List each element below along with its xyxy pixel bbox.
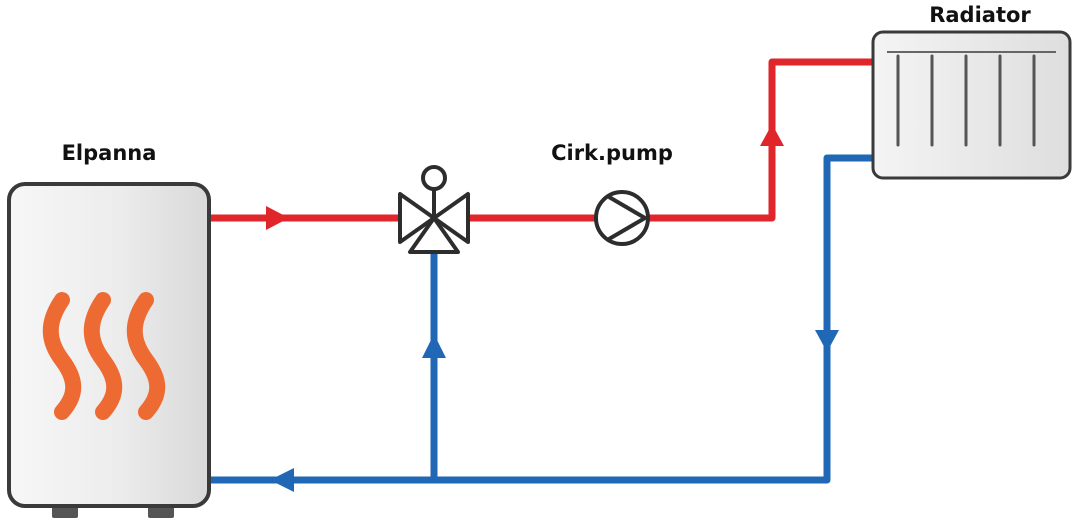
valve-bottom-port <box>408 216 460 254</box>
radiator-body <box>871 30 1072 180</box>
boiler <box>7 182 211 518</box>
three-way-valve-icon <box>398 165 470 254</box>
valve-left-port <box>398 192 436 244</box>
flow-arrows <box>266 124 839 492</box>
heat-wave-icon <box>42 292 166 420</box>
supply-pipe-to-radiator <box>648 58 874 222</box>
radiator <box>871 30 1072 180</box>
radiator-label: Radiator <box>929 3 1031 27</box>
supply-arrow-right-icon <box>266 206 289 230</box>
pump-label: Cirk.pump <box>551 141 673 165</box>
circulation-pump-icon <box>594 190 650 246</box>
return-arrow-down-icon <box>815 330 839 352</box>
supply-arrow-up-icon <box>760 124 784 146</box>
return-pipe-main <box>208 154 872 484</box>
radiator-fins-icon <box>896 54 1036 147</box>
valve-actuator <box>421 165 447 191</box>
bypass-arrow-up-icon <box>422 334 446 358</box>
return-pipes <box>208 154 872 484</box>
boiler-body <box>7 182 211 508</box>
boiler-label: Elpanna <box>62 141 157 165</box>
return-arrow-left-icon <box>270 468 294 492</box>
valve-right-port <box>432 192 470 244</box>
